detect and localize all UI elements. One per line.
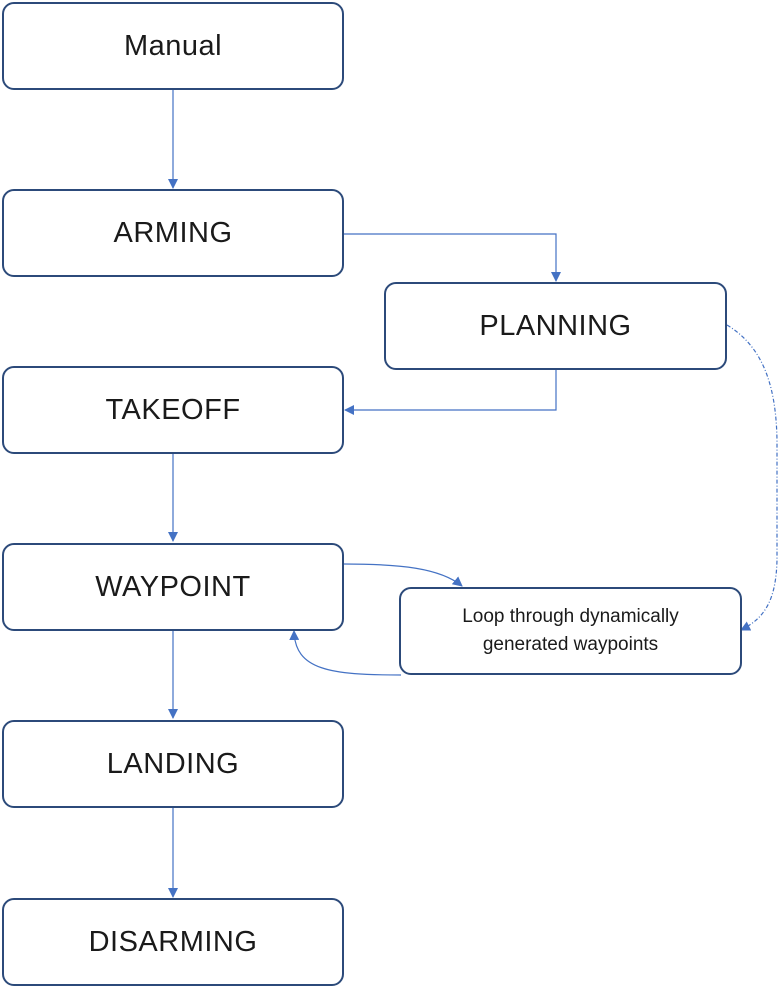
loop-label-line-1: Loop through dynamically	[462, 606, 679, 627]
state-disarming: DISARMING	[2, 898, 344, 986]
state-arming: ARMING	[2, 189, 344, 277]
state-loop-waypoints: Loop through dynamically generated waypo…	[399, 587, 742, 675]
loop-label-line-2: generated waypoints	[482, 634, 659, 655]
arrow-loop-to-waypoint	[289, 630, 402, 676]
state-landing: LANDING	[2, 720, 344, 808]
state-waypoint: WAYPOINT	[2, 543, 344, 631]
state-planning: PLANNING	[384, 282, 727, 370]
state-takeoff: TAKEOFF	[2, 366, 344, 454]
state-manual: Manual	[2, 2, 344, 90]
arrow-waypoint-to-loop	[343, 563, 463, 587]
arrow-planning-to-takeoff	[344, 370, 557, 415]
arrow-arming-to-planning	[344, 233, 561, 282]
arrow-planning-to-loop-dashed	[726, 324, 778, 631]
